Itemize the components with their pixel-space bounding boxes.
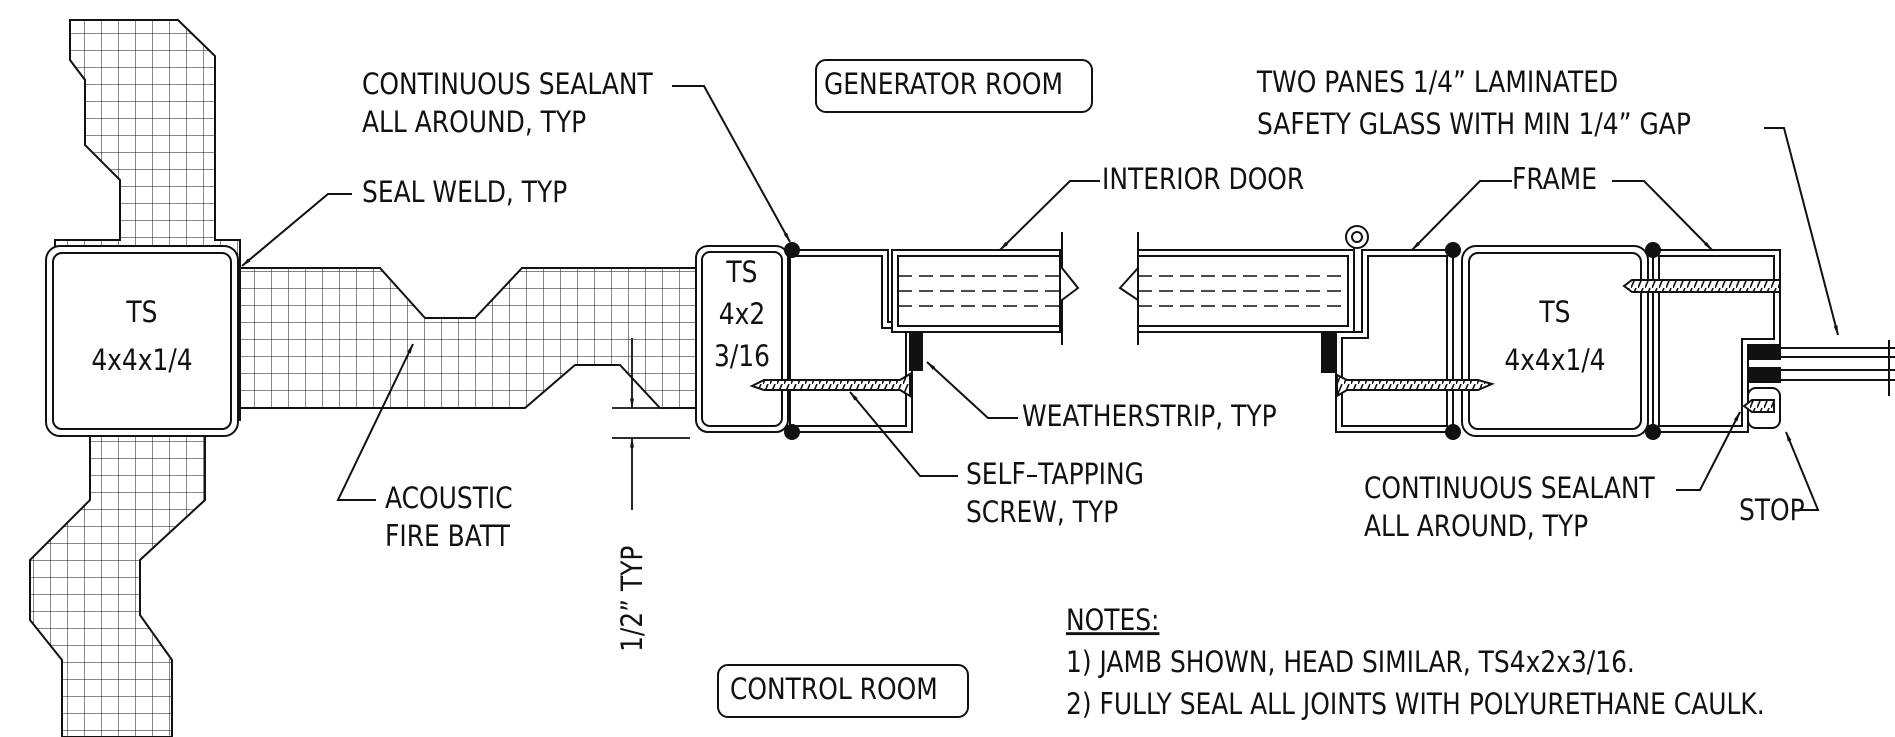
interior-door-callout: INTERIOR DOOR <box>1102 163 1304 196</box>
acoustic-batt-callout-line2: FIRE BATT <box>385 520 510 553</box>
stop-callout: STOP <box>1739 494 1805 527</box>
ts-right-label-line1: TS <box>1538 296 1570 329</box>
seal-weld-callout: SEAL WELD, TYP <box>362 176 567 209</box>
dimension-half-inch <box>612 338 690 510</box>
ts-right-label-line2: 4x4x1/4 <box>1504 344 1605 377</box>
sealant-bottom-callout-line2: ALL AROUND, TYP <box>1364 510 1588 543</box>
note-item-2: 2) FULLY SEAL ALL JOINTS WITH POLYURETHA… <box>1066 688 1765 721</box>
sealant-top-callout-line1: CONTINUOUS SEALANT <box>362 68 653 101</box>
ts-left-label-line1: TS <box>125 296 157 329</box>
interior-door-leaf-left <box>891 232 1080 371</box>
interior-door-leaf-right <box>1118 225 1369 373</box>
self-tapping-screw-left <box>749 372 911 398</box>
control-room-label: CONTROL ROOM <box>730 673 938 706</box>
generator-room-label: GENERATOR ROOM <box>824 68 1063 101</box>
door-frame-right <box>1335 249 1454 433</box>
self-tapping-screw-callout-line2: SCREW, TYP <box>966 496 1118 529</box>
ts-4x4-left-tube <box>45 245 239 437</box>
weatherstrip-callout: WEATHERSTRIP, TYP <box>1022 400 1277 433</box>
acoustic-fire-batt <box>239 267 699 409</box>
acoustic-batt-callout-line1: ACOUSTIC <box>385 482 513 515</box>
ts-small-label-line1: TS <box>725 256 757 289</box>
self-tapping-screw-stop <box>1742 399 1775 413</box>
note-item-1: 1) JAMB SHOWN, HEAD SIMILAR, TS4x2x3/16. <box>1066 646 1635 679</box>
ts-4x4-right-tube <box>1461 245 1649 437</box>
self-tapping-screw-center <box>1336 373 1495 398</box>
frame-callout: FRAME <box>1512 163 1597 196</box>
sealant-top-callout-line2: ALL AROUND, TYP <box>362 106 586 139</box>
self-tapping-screw-callout-line1: SELF–TAPPING <box>966 458 1144 491</box>
self-tapping-screw-top <box>1622 279 1781 293</box>
generator-room-tag-box <box>815 59 1093 113</box>
ts-small-label-line3: 3/16 <box>714 340 770 373</box>
control-room-tag-box <box>717 664 969 718</box>
dimension-label: 1/2” TYP <box>616 546 649 652</box>
laminated-glass-panes <box>1780 340 1895 396</box>
glass-callout-line1: TWO PANES 1/4” LAMINATED <box>1256 66 1618 99</box>
glass-callout-line2: SAFETY GLASS WITH MIN 1/4” GAP <box>1257 108 1691 141</box>
notes-heading: NOTES: <box>1066 604 1159 637</box>
sealant-bottom-callout-line1: CONTINUOUS SEALANT <box>1364 472 1655 505</box>
ts-small-label-line2: 4x2 <box>719 298 765 331</box>
ts-left-label-line2: 4x4x1/4 <box>91 344 192 377</box>
leader-lines <box>241 85 1839 511</box>
